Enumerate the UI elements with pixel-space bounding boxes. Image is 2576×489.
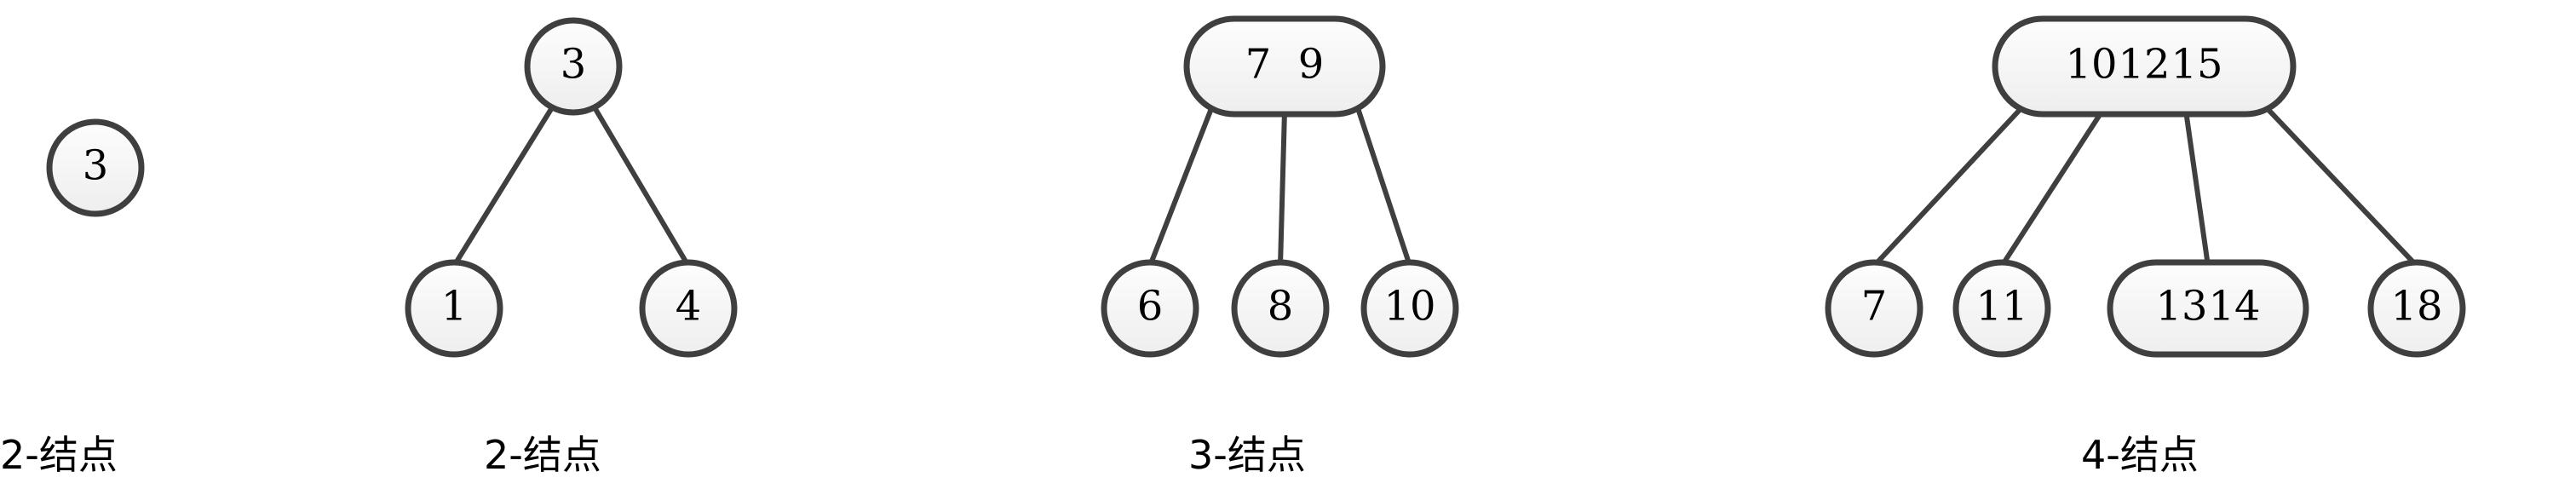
- tree-node-root[interactable]: 3: [46, 118, 145, 217]
- node-key-text: 13: [2155, 283, 2207, 331]
- node-key-text: 9: [1298, 41, 1325, 89]
- node-circle-shape: [2367, 259, 2466, 358]
- node-circle-shape: [524, 17, 623, 116]
- tree-node-child[interactable]: 18: [2367, 259, 2466, 358]
- tree-node-child[interactable]: 4: [639, 259, 738, 358]
- tree-edge: [1356, 108, 1412, 268]
- node-circle-shape: [1825, 259, 1923, 358]
- node-circle-shape: [1231, 259, 1330, 358]
- node-key-text: 14: [2208, 283, 2260, 331]
- tree-node-root[interactable]: 3: [524, 17, 623, 116]
- node-key-text: 10: [1383, 283, 1435, 331]
- node-key-text: 3: [83, 142, 109, 190]
- node-key-text: 3: [561, 41, 587, 89]
- node-key-text: 18: [2390, 283, 2442, 331]
- tree-edge: [2183, 108, 2211, 268]
- node-key-text: 8: [1268, 283, 1294, 331]
- tree-node-child[interactable]: 11: [1952, 259, 2051, 358]
- node-key-text: 4: [676, 283, 702, 331]
- node-key-text: 1: [441, 283, 468, 331]
- node-circle-shape: [1101, 259, 1199, 358]
- tree-node-child[interactable]: 6: [1101, 259, 1199, 358]
- node-key-text: 12: [2118, 41, 2170, 89]
- tree-node-child[interactable]: 10: [1360, 259, 1459, 358]
- tree-edge: [1278, 108, 1287, 268]
- tree-edge: [2267, 108, 2419, 268]
- tree-edge: [1999, 108, 2105, 268]
- node-circle-shape: [46, 118, 145, 217]
- node-key-text: 7: [1861, 283, 1888, 331]
- node-circle-shape: [405, 259, 503, 358]
- tree-edge: [593, 106, 691, 268]
- tree-edge: [451, 106, 554, 268]
- node-circle-shape: [1360, 259, 1459, 358]
- tree-node-child[interactable]: 8: [1231, 259, 1330, 358]
- node-key-text: 15: [2171, 41, 2222, 89]
- group-caption: 4-结点: [2081, 432, 2199, 478]
- node-rounded-shape: [1183, 15, 1386, 118]
- node-circle-shape: [1952, 259, 2051, 358]
- node-circle-shape: [639, 259, 738, 358]
- tree-edge: [1147, 108, 1213, 268]
- edge-layer: [451, 106, 2419, 268]
- tree-node-child[interactable]: 1: [405, 259, 503, 358]
- node-key-text: 10: [2065, 41, 2117, 89]
- group-caption: 2-结点: [0, 432, 118, 478]
- tree-edge: [1872, 108, 2021, 268]
- node-key-text: 7: [1245, 41, 1272, 89]
- node-rounded-shape: [2107, 259, 2309, 358]
- group-caption: 2-结点: [484, 432, 601, 478]
- group-caption: 3-结点: [1188, 432, 1306, 478]
- node-key-text: 11: [1975, 283, 2027, 331]
- tree-node-child[interactable]: 7: [1825, 259, 1923, 358]
- node-rounded-shape: [1992, 15, 2297, 118]
- node-key-text: 6: [1137, 283, 1164, 331]
